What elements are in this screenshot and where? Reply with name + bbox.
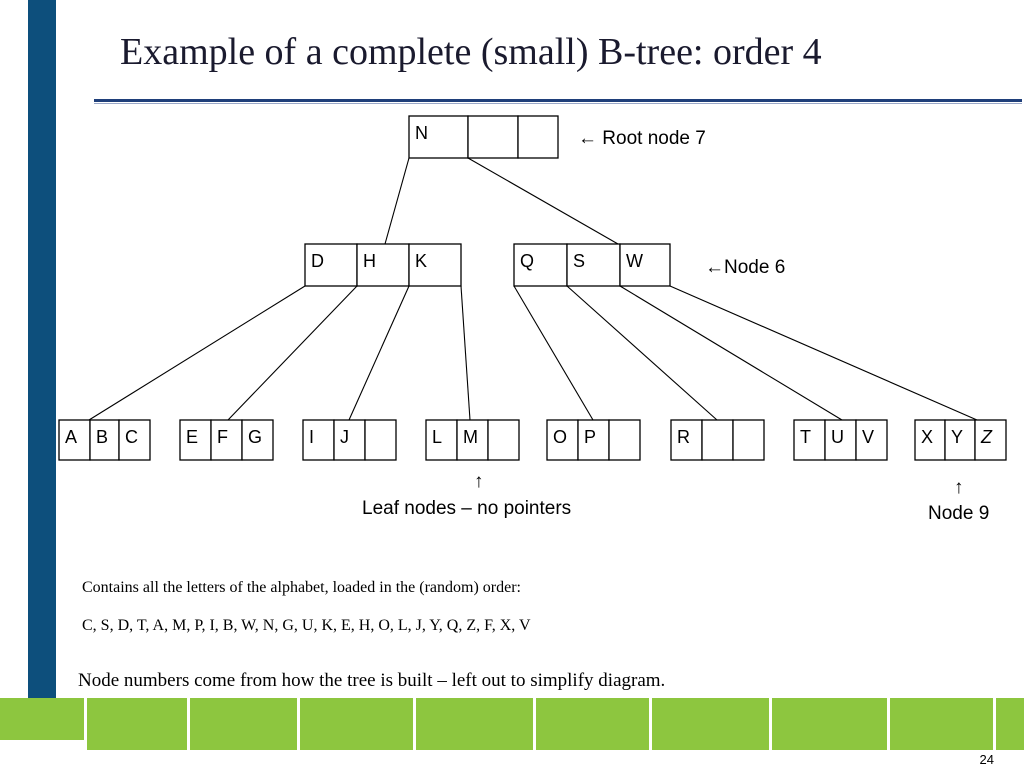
internal-node-dhk-key: D xyxy=(311,251,324,271)
leaf-node-6-cell xyxy=(670,419,703,461)
leaf-node-7-key: U xyxy=(831,427,844,447)
tree-edge xyxy=(669,285,978,421)
leaf-node-7-key: T xyxy=(800,427,811,447)
title-rule-thin xyxy=(94,103,1022,104)
node9-label: Node 9 xyxy=(928,503,990,524)
internal-node-qsw-key: W xyxy=(626,251,643,271)
leaf-node-2-key: E xyxy=(186,427,198,447)
leaf-node-5-cell xyxy=(546,419,579,461)
leaf-node-1-key: A xyxy=(65,427,77,447)
root-node-key: N xyxy=(415,123,428,143)
leaf-node-7-cell xyxy=(824,419,857,461)
leaf-node-8-cell xyxy=(914,419,946,461)
tree-edge xyxy=(467,157,619,245)
leaf-node-3-key: I xyxy=(309,427,314,447)
tree-edge xyxy=(348,285,410,421)
footer-divider xyxy=(413,698,416,750)
tree-edge xyxy=(566,285,718,421)
root-node-label: ← Root node 7 xyxy=(578,128,706,149)
side-bar xyxy=(28,0,56,768)
leaf-node-6-cell xyxy=(732,419,765,461)
leaf-node-3-cell xyxy=(364,419,397,461)
leaf-node-3-cell xyxy=(333,419,366,461)
leaf-nodes-label: Leaf nodes – no pointers xyxy=(362,498,572,519)
internal-node-dhk-key: K xyxy=(415,251,427,271)
leaf-node-4-cell xyxy=(456,419,489,461)
leaf-node-4-cell xyxy=(487,419,520,461)
footer-divider xyxy=(533,698,536,750)
leaf-node-5-cell xyxy=(608,419,641,461)
leaf-node-8-key: X xyxy=(921,427,933,447)
tree-edge xyxy=(619,285,843,421)
tree-edge xyxy=(384,157,410,245)
leaf-node-8-cell xyxy=(974,419,1007,461)
internal-node-qsw-key: S xyxy=(573,251,585,271)
internal-node-dhk-key: H xyxy=(363,251,376,271)
leaf-node-2-cell xyxy=(241,419,274,461)
leaf-node-2-cell xyxy=(210,419,243,461)
leaf-node-1-key: C xyxy=(125,427,138,447)
internal-node-dhk-cell xyxy=(304,243,358,287)
internal-node-qsw-cell xyxy=(619,243,671,287)
footer-corner xyxy=(0,740,86,768)
node6-label: ←Node 6 xyxy=(705,257,786,278)
leaf-node-5-cell xyxy=(577,419,610,461)
node-numbers-note: Node numbers come from how the tree is b… xyxy=(78,670,666,691)
leaf-node-7-cell xyxy=(855,419,888,461)
leaf-node-1-cell xyxy=(118,419,151,461)
internal-node-qsw-key: Q xyxy=(520,251,534,271)
leaf-node-5-key: O xyxy=(553,427,567,447)
insertion-order-text: C, S, D, T, A, M, P, I, B, W, N, G, U, K… xyxy=(82,617,531,634)
tree-edge xyxy=(513,285,594,421)
contains-text: Contains all the letters of the alphabet… xyxy=(82,579,521,596)
tree-edge xyxy=(88,285,306,421)
leaf-node-8-key: Z xyxy=(980,427,993,447)
node9-arrow: ↑ xyxy=(954,477,964,498)
tree-edge xyxy=(460,285,471,421)
footer-divider xyxy=(993,698,996,750)
leaf-node-8-cell xyxy=(944,419,976,461)
leaf-node-6-cell xyxy=(701,419,734,461)
slide-title: Example of a complete (small) B-tree: or… xyxy=(120,31,822,73)
tree-edge xyxy=(227,285,358,421)
leaf-node-3-cell xyxy=(302,419,335,461)
leaf-node-7-key: V xyxy=(862,427,874,447)
footer-divider xyxy=(187,698,190,750)
footer-divider xyxy=(297,698,300,750)
footer-divider xyxy=(649,698,652,750)
page-number: 24 xyxy=(979,752,994,767)
root-node-cell xyxy=(467,115,519,159)
leaf-node-2-key: G xyxy=(248,427,262,447)
leaf-node-8-key: Y xyxy=(951,427,963,447)
leaf-node-1-cell xyxy=(58,419,91,461)
leaf-node-5-key: P xyxy=(584,427,596,447)
internal-node-dhk-cell xyxy=(408,243,462,287)
footer-divider xyxy=(84,698,87,750)
title-rule xyxy=(94,99,1022,102)
leaf-node-4-key: L xyxy=(432,427,442,447)
internal-node-dhk-cell xyxy=(356,243,410,287)
leaf-node-3-key: J xyxy=(340,427,349,447)
leaf-node-4-key: M xyxy=(463,427,478,447)
footer-band xyxy=(0,698,1024,750)
internal-node-qsw-cell xyxy=(513,243,568,287)
footer-divider xyxy=(887,698,890,750)
footer-divider xyxy=(769,698,772,750)
internal-node-qsw-cell xyxy=(566,243,621,287)
leaf-node-6-key: R xyxy=(677,427,690,447)
leaf-node-2-key: F xyxy=(217,427,228,447)
leaf-node-4-cell xyxy=(425,419,458,461)
leaf-node-1-key: B xyxy=(96,427,108,447)
leaf-arrow: ↑ xyxy=(474,471,484,492)
root-node-cell xyxy=(517,115,559,159)
